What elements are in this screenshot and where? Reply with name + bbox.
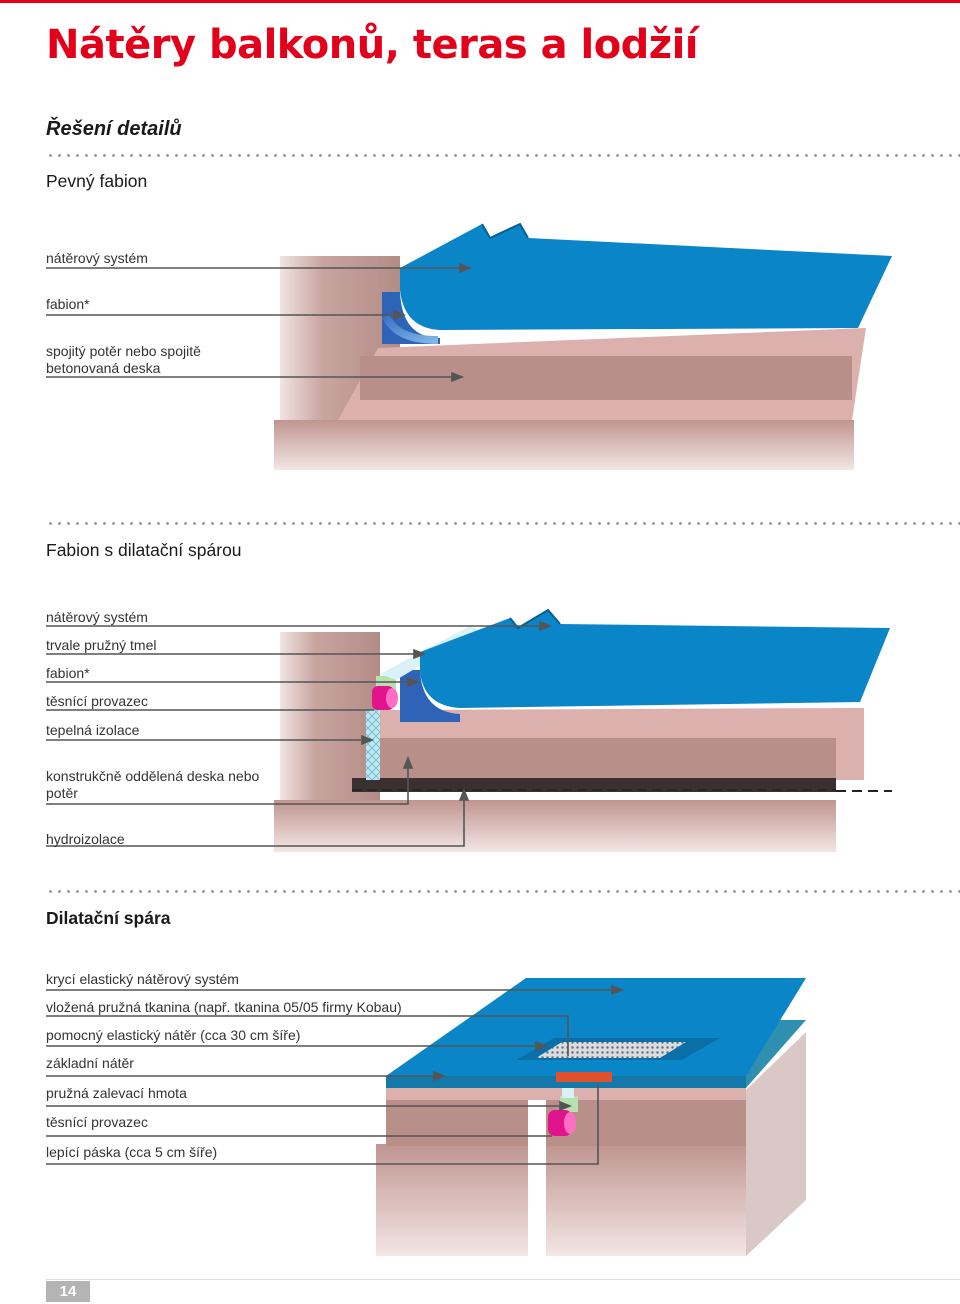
page-title: Nátěry balkonů, teras a lodžií: [46, 22, 699, 68]
hydro-layer: [352, 778, 836, 792]
label-sealing-rope: těsnící provazec: [46, 1114, 148, 1130]
label-adhesive-tape: lepící páska (cca 5 cm šíře): [46, 1144, 218, 1160]
footer-rule: [46, 1279, 960, 1280]
base-slab-right: [546, 1144, 746, 1256]
base-slab: [274, 420, 854, 470]
label-coating: nátěrový systém: [46, 609, 148, 625]
label-elastic-sealant: trvale pružný tmel: [46, 637, 157, 653]
top-rule: [0, 0, 960, 3]
dotted-divider: [46, 890, 960, 893]
figure-pevny-fabion: [46, 222, 892, 470]
coating-layer: [420, 610, 890, 708]
label-primer: základní nátěr: [46, 1055, 134, 1071]
base-slab-left: [376, 1144, 528, 1256]
label-fabion: fabion*: [46, 665, 90, 681]
label-cover-coating: krycí elastický nátěrový systém: [46, 971, 239, 987]
page-number: 14: [46, 1281, 90, 1302]
adhesive-tape: [556, 1072, 612, 1082]
section-title-dilatacni-spara: Dilatační spára: [46, 908, 171, 928]
label-coating: nátěrový systém: [46, 250, 148, 266]
dotted-divider: [46, 522, 960, 525]
woven-fabric: [536, 1042, 686, 1058]
figure-fabion-dilatacni: [46, 608, 892, 852]
label-hydroizolace: hydroizolace: [46, 831, 125, 847]
dotted-divider: [46, 154, 960, 157]
label-screed: spojitý potěr nebo spojitě betonovaná de…: [46, 343, 201, 376]
label-auxiliary-coat: pomocný elastický nátěr (cca 30 cm šíře): [46, 1027, 301, 1043]
section-title-fabion-dilatacni: Fabion s dilatační spárou: [46, 540, 242, 560]
label-fabion: fabion*: [46, 296, 90, 312]
figure-dilatacni-spara: [46, 978, 806, 1256]
section-title-pevny-fabion: Pevný fabion: [46, 171, 148, 191]
coating-layer: [386, 978, 806, 1076]
label-elastic-compound: pružná zalevací hmota: [46, 1085, 187, 1101]
page-subtitle: Řešení detailů: [46, 118, 182, 140]
wall: [280, 632, 380, 800]
label-sealing-rope: těsnící provazec: [46, 693, 148, 709]
coating-layer: [400, 224, 892, 330]
label-insulation: tepelná izolace: [46, 722, 140, 738]
slab-front: [380, 738, 836, 778]
slab-front: [360, 356, 852, 400]
insulation: [366, 710, 380, 780]
label-separated-slab: konstrukčně oddělená deska nebo potěr: [46, 768, 260, 801]
base-slab: [274, 800, 836, 852]
label-woven-fabric: vložená pružná tkanina (např. tkanina 05…: [46, 999, 402, 1015]
